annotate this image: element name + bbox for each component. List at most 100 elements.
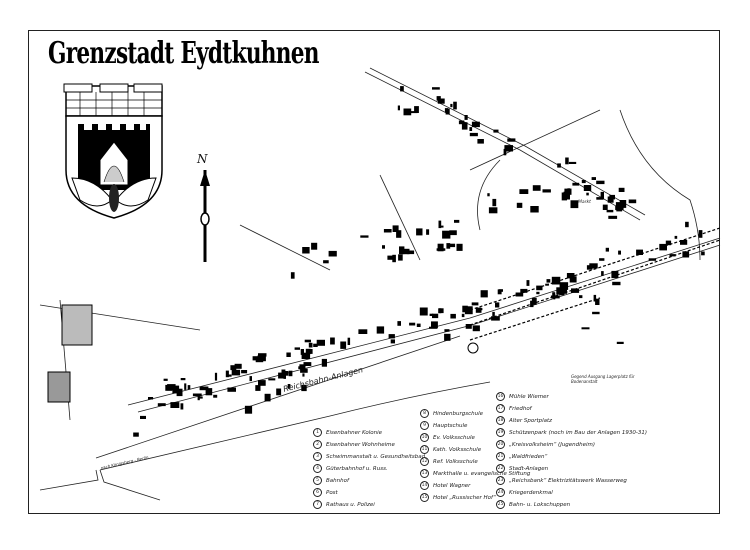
building	[581, 327, 590, 330]
legend-number: 5	[313, 476, 322, 485]
building	[701, 251, 705, 256]
building	[187, 385, 191, 390]
building	[290, 272, 295, 279]
building	[397, 321, 401, 326]
building	[444, 329, 450, 332]
market-label: Markt	[578, 200, 591, 205]
building	[302, 373, 305, 377]
north-label: N	[197, 152, 208, 166]
north-arrow	[200, 170, 210, 262]
building	[410, 111, 418, 114]
building	[442, 230, 451, 239]
building	[397, 105, 400, 111]
building	[536, 285, 543, 291]
building	[545, 283, 549, 286]
building	[340, 341, 347, 349]
building	[628, 199, 637, 204]
building	[172, 385, 180, 394]
building	[570, 200, 579, 209]
building	[157, 403, 166, 407]
legend-number: 14	[420, 481, 429, 490]
building	[231, 369, 241, 376]
building	[612, 281, 621, 286]
building	[497, 289, 502, 295]
building	[387, 255, 393, 260]
building	[596, 197, 604, 200]
legend-item: 20 „Kreisvolksheim“ (Jugendheim)	[496, 440, 595, 449]
legend-text: „Waldfrieden“	[509, 453, 548, 460]
building	[465, 324, 472, 329]
building	[600, 191, 604, 200]
building	[305, 348, 311, 355]
building	[592, 311, 600, 315]
building	[438, 220, 442, 229]
legend-number: 25	[496, 500, 505, 509]
building	[360, 235, 369, 238]
building	[302, 247, 310, 254]
legend-text: Hotel „Russischer Hof“	[433, 494, 497, 501]
legend-number: 12	[420, 457, 429, 466]
legend-number: 11	[420, 445, 429, 454]
legend-text: Schwimmanstalt u. Gesundheitsbad	[326, 453, 426, 460]
building	[241, 370, 248, 374]
building	[244, 405, 253, 414]
building	[685, 221, 689, 228]
legend-text: Mühle Wiemer	[509, 393, 549, 400]
legend-number: 4	[313, 464, 322, 473]
legend-text: Ev. Volksschule	[433, 434, 475, 441]
building	[492, 198, 497, 207]
building	[491, 316, 500, 321]
building	[561, 192, 567, 201]
building	[665, 240, 672, 246]
building	[526, 280, 530, 286]
building	[546, 279, 551, 283]
building	[492, 311, 495, 317]
legend-text: Bahn- u. Lokschuppen	[509, 501, 571, 508]
building	[257, 355, 266, 362]
building	[328, 250, 337, 257]
building	[445, 108, 450, 115]
legend-text: Kriegerdenkmal	[509, 489, 553, 496]
building	[542, 189, 551, 193]
building	[414, 106, 419, 113]
building	[562, 288, 567, 294]
building	[286, 352, 291, 357]
building	[321, 358, 327, 367]
legend-text: Alter Sportplatz	[509, 417, 553, 424]
building	[454, 219, 460, 223]
building	[519, 189, 529, 194]
park	[47, 371, 71, 403]
building	[567, 188, 571, 192]
building	[698, 230, 703, 238]
building	[255, 385, 261, 391]
building	[456, 243, 463, 251]
building	[444, 333, 451, 341]
building	[472, 325, 480, 332]
building	[213, 394, 218, 398]
building	[294, 347, 300, 350]
legend-number: 10	[420, 433, 429, 442]
building	[450, 313, 456, 319]
legend-number: 8	[420, 409, 429, 418]
building	[471, 121, 480, 128]
legend-number: 20	[496, 440, 505, 449]
building	[437, 243, 444, 252]
building	[469, 132, 478, 137]
building	[429, 313, 434, 316]
building	[323, 260, 329, 264]
building	[388, 334, 395, 339]
building	[447, 243, 456, 248]
building	[471, 302, 479, 306]
building	[436, 96, 441, 101]
legend-text: „Kreisvolksheim“ (Jugendheim)	[509, 441, 596, 448]
building	[227, 374, 232, 377]
building	[390, 339, 395, 344]
